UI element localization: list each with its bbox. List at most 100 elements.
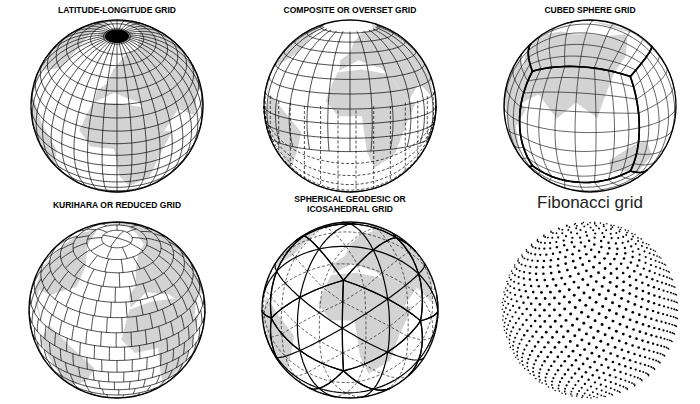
grid-line	[143, 379, 145, 387]
grid-line	[373, 250, 387, 299]
grid-point	[637, 346, 640, 349]
grid-point	[601, 390, 603, 392]
grid-line	[527, 69, 541, 171]
grid-point	[656, 280, 658, 282]
grid-point	[516, 351, 518, 353]
sphere-fill	[29, 222, 205, 398]
grid-point	[585, 371, 588, 374]
grid-line	[155, 279, 162, 293]
grid-line	[350, 224, 373, 250]
grid-line	[117, 35, 199, 81]
grid-point	[571, 377, 573, 379]
grid-point	[552, 377, 554, 379]
grid-point	[641, 379, 643, 381]
grid-line	[427, 96, 428, 144]
grid-point	[548, 386, 550, 388]
grid-point	[615, 285, 618, 288]
grid-label: Fibonacci grid	[537, 193, 643, 213]
grid-point	[529, 278, 531, 280]
grid-point	[533, 363, 535, 365]
grid-point	[589, 366, 592, 369]
grid-line	[297, 297, 300, 350]
grid-line	[130, 286, 132, 301]
grid-line	[344, 371, 391, 390]
grid-point	[593, 361, 596, 364]
grid-point	[524, 265, 526, 267]
grid-line	[32, 310, 33, 323]
grid-point	[644, 364, 646, 366]
grid-point	[641, 380, 643, 382]
grid-label: COMPOSITE OR OVERSET GRID	[284, 5, 417, 15]
grid-point	[565, 346, 568, 349]
grid-point	[667, 339, 669, 341]
grid-point	[538, 376, 540, 378]
grid-point	[506, 328, 508, 330]
grid-line	[357, 265, 422, 299]
grid-point	[538, 381, 539, 382]
grid-point	[537, 260, 539, 262]
grid-point	[526, 366, 528, 368]
grid-line	[60, 349, 62, 361]
grid-point	[544, 242, 546, 244]
grid-point	[615, 383, 617, 385]
grid-point	[539, 303, 542, 306]
grid-point	[650, 366, 652, 368]
grid-line	[159, 326, 161, 340]
grid-point	[611, 337, 614, 340]
grid-line	[344, 321, 421, 371]
grid-point	[521, 313, 523, 315]
grid-line	[530, 167, 636, 188]
grid-point	[623, 257, 626, 260]
grid-line	[33, 123, 201, 166]
grid-point	[610, 387, 612, 389]
grid-point	[584, 392, 586, 394]
grid-point	[627, 300, 630, 303]
grid-point	[598, 262, 601, 265]
grid-line	[178, 333, 180, 346]
grid-point	[653, 327, 655, 329]
grid-point	[658, 296, 660, 298]
grid-line	[100, 332, 102, 346]
grid-line	[166, 338, 168, 351]
grid-point	[645, 332, 648, 335]
grid-point	[539, 368, 541, 370]
grid-point	[510, 279, 512, 281]
grid-point	[552, 278, 555, 281]
grid-point	[568, 301, 571, 304]
grid-point	[625, 387, 627, 389]
grid-line	[528, 78, 634, 87]
grid-point	[542, 272, 545, 275]
grid-line	[90, 24, 143, 54]
grid-line	[277, 357, 319, 388]
grid-point	[532, 371, 534, 373]
grid-line	[117, 361, 118, 373]
grid-point	[622, 333, 625, 336]
grid-line	[146, 238, 160, 241]
grid-point	[576, 393, 578, 395]
grid-line	[173, 304, 178, 318]
grid-line	[61, 243, 73, 249]
grid-point	[561, 232, 563, 234]
grid-point	[581, 263, 584, 266]
grid-point	[670, 315, 672, 317]
grid-line	[138, 371, 139, 381]
grid-point	[677, 318, 678, 319]
grid-point	[504, 294, 506, 296]
grid-point	[578, 368, 581, 371]
grid-line	[357, 31, 372, 151]
grid-point	[505, 318, 507, 320]
grid-point	[610, 228, 612, 230]
grid-line	[350, 32, 351, 152]
grid-point	[662, 329, 664, 331]
grid-line	[40, 59, 193, 118]
grid-point	[638, 259, 640, 261]
grid-point	[536, 279, 539, 282]
grid-line	[152, 368, 154, 378]
grid-point	[648, 244, 650, 246]
grid-line	[87, 238, 102, 240]
grid-line	[84, 378, 87, 386]
grid-point	[569, 313, 572, 316]
grid-line	[390, 106, 391, 182]
grid-point	[534, 309, 537, 312]
grid-point	[671, 285, 673, 287]
